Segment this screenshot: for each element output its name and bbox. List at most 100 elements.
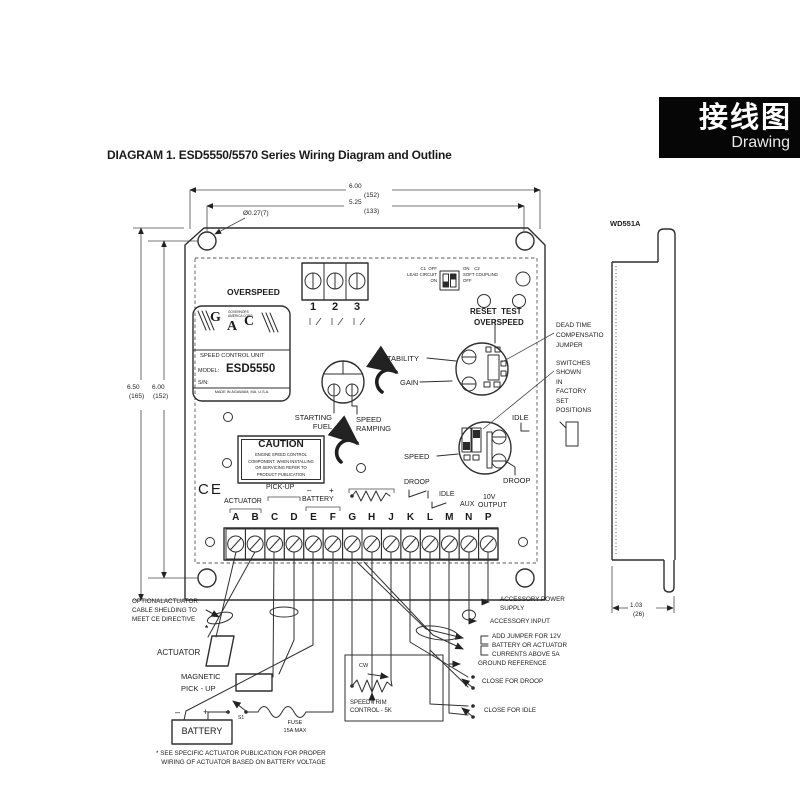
speed-control-unit-label: SPEED CONTROL UNIT — [200, 353, 265, 359]
terminal-strip — [223, 527, 499, 561]
terminal-letter: H — [368, 512, 376, 523]
group-aux: AUX — [460, 501, 475, 508]
dead-time-callout: DEAD TIME COMPENSATIO JUMPER — [556, 322, 604, 349]
logo-letter-a: A — [227, 319, 238, 334]
terminal-letter: A — [232, 512, 240, 523]
ce-mark: CE — [198, 481, 223, 498]
reset-test-buttons — [477, 271, 531, 344]
shielding-callout: OPTIONALACTUATOR CABLE SHELDING TO MEET … — [132, 598, 198, 624]
speed-trim-control — [344, 654, 444, 722]
add-jumper-callout: ADD JUMPER FOR 12V BATTERY OR ACTUATOR C… — [492, 633, 567, 658]
dip-left-label: C1 OFF LEAD CIRCUIT ON — [407, 266, 437, 284]
screw-slot — [346, 538, 358, 550]
magnetic-pickup-callout: MAGNETIC PICK - UP — [181, 672, 221, 693]
terminal-screw — [402, 535, 420, 553]
ground-reference-callout: GROUND REFERENCE — [478, 660, 547, 667]
dip-switch — [439, 270, 460, 291]
dim-depth-in: 1.03 — [630, 602, 643, 609]
screw-slot — [249, 538, 261, 550]
side-view-label: WD551A — [610, 219, 641, 228]
stability-gain-knob — [365, 332, 555, 396]
overspeed2-label: OVERSPEED — [474, 318, 524, 327]
made-in-label: MADE IN AGAWAM, MA. U.S.A. — [214, 390, 270, 394]
screw-slot — [366, 538, 378, 550]
callout-arrows — [461, 635, 489, 719]
dim-top-mm: (152) — [364, 192, 380, 199]
caution-box-border — [237, 435, 325, 484]
screw-slot — [288, 538, 300, 550]
screw-slot — [424, 538, 436, 550]
model-prefix: MODEL: — [198, 368, 220, 374]
terminal-letter: B — [251, 512, 259, 523]
dim-left-outer-in: 6.50 — [127, 384, 140, 391]
speed-droop-knob — [436, 370, 579, 476]
group-idle: IDLE — [439, 491, 455, 498]
group-10v: 10V — [483, 494, 496, 501]
terminal-letter: G — [348, 512, 357, 523]
model-number: ESD5550 — [226, 363, 276, 375]
dim-left-outer-mm: (165) — [129, 393, 145, 400]
dimension-lines-left — [133, 227, 198, 601]
external-components — [171, 635, 307, 745]
battery-plus: + — [203, 707, 209, 717]
actuator-callout: ACTUATOR — [157, 648, 201, 657]
battery-callout: BATTERY — [181, 726, 223, 736]
dim-depth-mm: (26) — [633, 611, 645, 618]
diagram-title: DIAGRAM 1. ESD5550/5570 Series Wiring Di… — [107, 148, 452, 162]
dim-holes-in: 5.25 — [349, 199, 362, 206]
panel-terminal-glyphs — [229, 488, 447, 513]
corner-tag-chinese: 接线图 — [698, 102, 792, 135]
s1-label: S1 — [238, 715, 245, 721]
gain-label: GAIN — [400, 378, 419, 387]
group-actuator: ACTUATOR — [224, 498, 262, 505]
dim-hole-dia: Ø0.27(7) — [243, 210, 269, 217]
group-output: OUTPUT — [478, 502, 507, 509]
accessory-input-callout: ACCESSORY INPUT — [490, 618, 550, 625]
dimension-lines-top — [189, 187, 541, 235]
droop-knob-label: DROOP — [503, 476, 531, 485]
terminal-letter: M — [445, 512, 454, 523]
screw-slot — [385, 538, 397, 550]
terminal-letter: D — [290, 512, 298, 523]
group-battery: BATTERY — [302, 496, 334, 503]
close-for-idle-callout: CLOSE FOR IDLE — [484, 707, 537, 714]
reset-test-label: RESET TEST — [470, 307, 522, 316]
speed-ramping-label: SPEED RAMPING — [356, 415, 392, 433]
side-view-outline — [611, 228, 676, 613]
group-batt-plus: + — [329, 486, 334, 495]
battery-minus: – — [175, 707, 181, 717]
speed-trim-callout: SPEED TRIM CONTROL - 5K — [350, 700, 392, 715]
shielding-asterisk: * — [205, 624, 209, 633]
group-droop: DROOP — [404, 479, 430, 486]
speed-knob-label: SPEED — [404, 452, 430, 461]
fuse-label: FUSE 15A MAX — [283, 720, 307, 734]
dim-top-in: 6.00 — [349, 183, 362, 190]
front-plate — [184, 227, 546, 601]
dim-holes-mm: (133) — [364, 208, 380, 215]
dip-right-label: ON C2 SOFT COUPLING OFF — [463, 266, 499, 284]
terminal-number: 1 — [309, 301, 317, 313]
screw-slot — [327, 538, 339, 550]
close-for-droop-callout: CLOSE FOR DROOP — [482, 678, 544, 685]
footnote: * SEE SPECIFIC ACTUATOR PUBLICATION FOR … — [156, 750, 326, 766]
terminal-letter: E — [310, 512, 317, 523]
serial-label: S/N: — [198, 380, 209, 386]
fuel-ramping-knob — [321, 360, 365, 464]
screw-slot — [443, 538, 455, 550]
terminal-block-123 — [301, 262, 369, 326]
terminal-letter: J — [388, 512, 394, 523]
terminal-letter: K — [406, 512, 415, 523]
group-batt-minus: – — [307, 486, 312, 495]
caution-title: CAUTION — [258, 439, 304, 450]
wires — [183, 551, 490, 721]
group-pickup: PICK-UP — [266, 484, 295, 491]
logo-small-text: GOVERNORS AMERICA CORP. — [228, 310, 253, 319]
terminal-letter: F — [329, 512, 336, 523]
idle-knob-label: IDLE — [512, 413, 529, 422]
terminal-screw — [266, 535, 284, 553]
starting-fuel-label: STARTING FUEL — [294, 413, 332, 431]
screw-slot — [482, 538, 494, 550]
accessory-power-callout: ACCESSORY POWER SUPPLY — [500, 596, 565, 612]
